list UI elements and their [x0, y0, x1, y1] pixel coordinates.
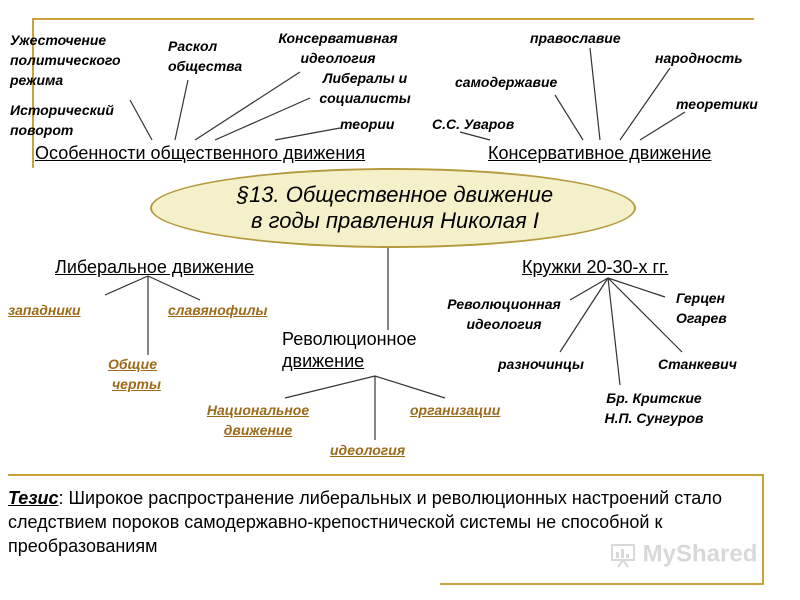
- sungurov-text: Н.П. Сунгуров: [604, 410, 704, 426]
- common-features-line-1: Общие: [108, 356, 157, 372]
- kritskie-text: Бр. Критские: [606, 390, 702, 406]
- revolutionary-ideology-text: Революционная идеология: [428, 294, 580, 334]
- tightening-text: Ужесточение политического режима: [10, 32, 121, 88]
- revolutionary-header-line-2: движение: [282, 351, 365, 371]
- title-line-1: §13. Общественное движение: [236, 182, 554, 207]
- ideology-link[interactable]: идеология: [330, 442, 406, 458]
- liberals-socialists-text: Либералы и социалисты: [319, 70, 411, 106]
- common-features-line-2: черты: [112, 376, 161, 392]
- frame-bottom-line: [8, 474, 764, 476]
- frame-right-line: [762, 474, 764, 584]
- theorists-text: теоретики: [676, 96, 758, 112]
- title-line-2: в годы правления Николая I: [251, 208, 539, 233]
- ogarev-text: Огарев: [676, 310, 727, 326]
- conservative-header: Консервативное движение: [488, 143, 712, 163]
- stankevich-text: Станкевич: [658, 356, 737, 372]
- revolutionary-header: Революционное движение: [282, 328, 416, 372]
- historical-turn-text: Исторический поворот: [10, 102, 114, 138]
- myshared-logo: MyShared: [610, 536, 760, 572]
- common-features-link[interactable]: Общие черты: [108, 354, 188, 394]
- thesis-text: Тезис: Широкое распространение либеральн…: [8, 486, 768, 558]
- kritskie-sungurov-text: Бр. Критские Н.П. Сунгуров: [584, 388, 724, 428]
- page-title: §13. Общественное движение в годы правле…: [160, 182, 630, 234]
- raznochintsy-text: разночинцы: [498, 356, 584, 372]
- conservative-ideology-text: Консервативная идеология: [278, 30, 398, 66]
- herzen-text: Герцен: [676, 290, 725, 306]
- nationality-text: народность: [655, 50, 743, 66]
- frame-left-line: [32, 18, 34, 168]
- slavophiles-link[interactable]: славянофилы: [168, 302, 268, 318]
- orthodoxy-text: православие: [530, 30, 621, 46]
- circles-header: Кружки 20-30-х гг.: [522, 257, 669, 277]
- topic-ellipse: [150, 168, 636, 248]
- frame-bottom-line-2: [440, 583, 764, 585]
- national-movement-line-2: движение: [223, 422, 293, 438]
- features-header: Особенности общественного движения: [35, 143, 366, 163]
- organizations-link[interactable]: организации: [410, 402, 501, 418]
- national-movement-line-1: Национальное: [206, 402, 310, 418]
- revolutionary-ideology-line-1: Революционная: [447, 296, 561, 312]
- split-society-text: Раскол общества: [168, 38, 243, 74]
- frame-top-line: [32, 18, 754, 20]
- thesis-body: : Широкое распространение либеральных и …: [8, 488, 722, 556]
- presentation-icon: [611, 543, 635, 568]
- revolutionary-header-line-1: Революционное: [282, 329, 417, 349]
- national-movement-link[interactable]: Национальное движение: [190, 400, 326, 440]
- theories-text: теории: [340, 116, 395, 132]
- autocracy-text: самодержавие: [455, 74, 558, 90]
- westerners-link[interactable]: западники: [8, 302, 81, 318]
- revolutionary-ideology-line-2: идеология: [466, 316, 542, 332]
- watermark-text: MyShared: [642, 540, 758, 568]
- uvarov-text: С.С. Уваров: [432, 116, 515, 132]
- thesis-label: Тезис: [8, 488, 59, 508]
- liberal-header: Либеральное движение: [55, 257, 255, 277]
- herzen-ogarev-text: Герцен Огарев: [676, 288, 756, 328]
